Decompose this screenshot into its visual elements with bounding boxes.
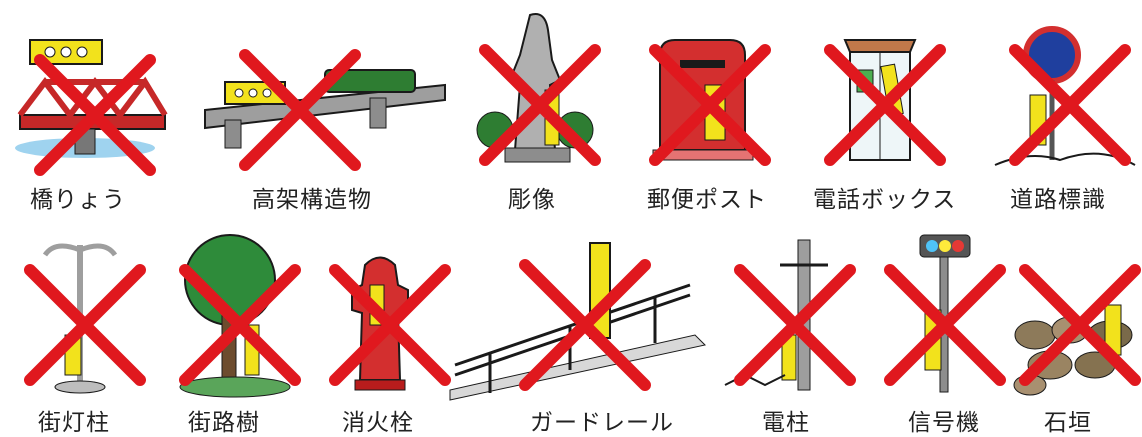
label-elevated-structure: 高架構造物	[252, 187, 372, 213]
item-guardrail: ガードレール	[440, 225, 710, 436]
label-statue: 彫像	[508, 187, 556, 213]
statue-icon	[476, 13, 594, 163]
road-sign-icon	[994, 26, 1136, 166]
utility-pole-icon	[724, 239, 828, 391]
item-bridge: 橋りょう	[0, 0, 180, 215]
label-bridge: 橋りょう	[30, 187, 126, 213]
mailbox-icon	[652, 39, 754, 161]
label-mailbox: 郵便ポスト	[647, 187, 767, 213]
street-tree-icon	[179, 234, 291, 398]
bridge-icon	[15, 39, 168, 158]
item-utility-pole: 電柱	[720, 225, 860, 436]
item-traffic-signal: 信号機	[870, 225, 1010, 436]
label-phone-booth: 電話ボックス	[813, 187, 957, 213]
item-statue: 彫像	[470, 0, 600, 215]
item-fire-hydrant: 消火栓	[320, 225, 440, 436]
item-street-tree: 街路樹	[160, 225, 310, 436]
item-mailbox: 郵便ポスト	[635, 0, 775, 215]
stone-wall-icon	[1013, 304, 1133, 396]
item-elevated-structure: 高架構造物	[195, 0, 446, 215]
item-road-sign: 道路標識	[990, 0, 1142, 215]
phone-booth-icon	[843, 39, 917, 161]
street-lamp-icon	[42, 243, 118, 394]
traffic-signal-icon	[919, 234, 971, 393]
fire-hydrant-icon	[351, 256, 409, 391]
item-street-lamp: 街灯柱	[0, 225, 160, 436]
guardrail-icon	[449, 242, 707, 401]
label-road-sign: 道路標識	[1010, 187, 1106, 213]
item-phone-booth: 電話ボックス	[805, 0, 955, 215]
item-stone-wall: 石垣	[1010, 225, 1142, 436]
elevated-structure-icon	[204, 69, 446, 149]
